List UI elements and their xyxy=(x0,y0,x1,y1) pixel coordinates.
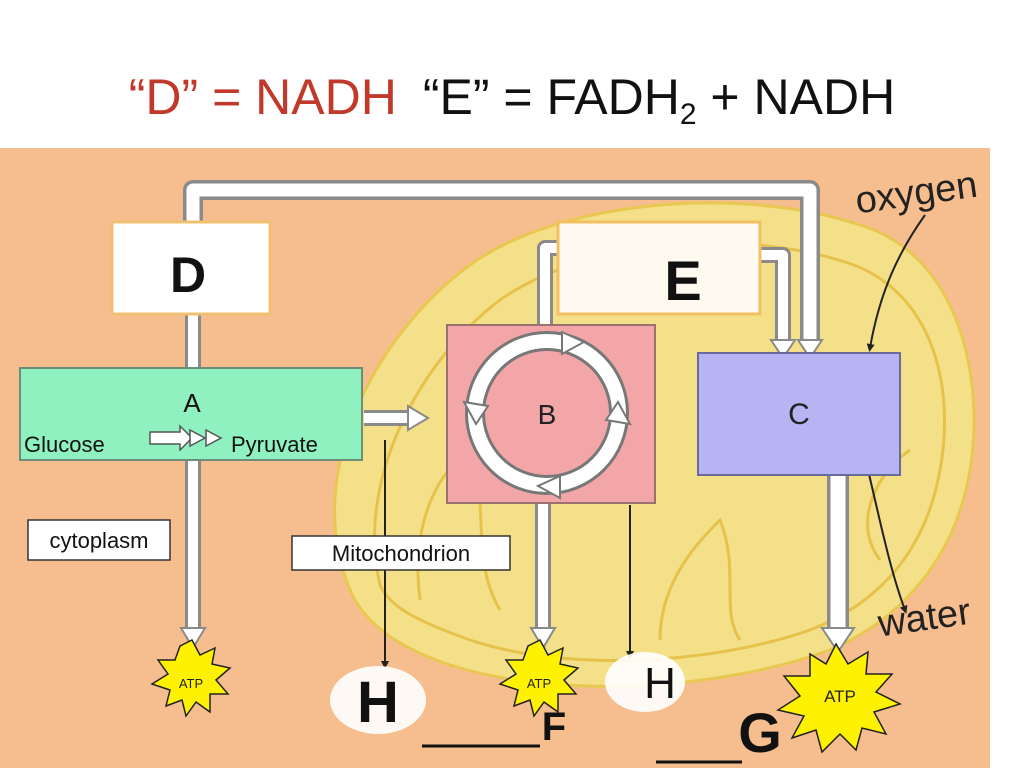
box-b: B xyxy=(446,324,656,504)
atp-star-left: ATP xyxy=(150,639,232,718)
title-e-equals: “E” = FADH2 + NADH xyxy=(422,69,896,130)
slide-title: “D” = NADH “E” = FADH2 + NADH xyxy=(0,62,1024,132)
box-c: C xyxy=(697,352,901,476)
krebs-cycle-arrows xyxy=(462,330,632,500)
box-a: A Glucose Pyruvate xyxy=(19,367,363,461)
atp-star-middle: ATP xyxy=(498,639,580,718)
title-d-equals-nadh: “D” = NADH xyxy=(128,69,397,125)
thin-arrows xyxy=(381,214,926,669)
title-fadh: “E” = FADH xyxy=(422,69,680,125)
g-label: G xyxy=(738,701,782,764)
h-left-glow xyxy=(330,666,426,734)
box-a-letter: A xyxy=(183,388,201,418)
h-label-left: H xyxy=(357,670,399,735)
title-subscript: 2 xyxy=(679,98,697,131)
box-d-letter: D xyxy=(170,247,206,303)
pyruvate-label: Pyruvate xyxy=(231,432,318,457)
box-c-letter: C xyxy=(788,398,810,431)
mitochondrion-label: Mitochondrion xyxy=(332,541,470,566)
cytoplasm-label-box: cytoplasm xyxy=(27,519,171,561)
atp-star-right: ATP xyxy=(776,642,903,754)
atp-label-left: ATP xyxy=(179,676,203,691)
box-e: E xyxy=(556,220,762,316)
cytoplasm-label: cytoplasm xyxy=(49,528,148,553)
atp-label-middle: ATP xyxy=(527,676,551,691)
box-b-letter: B xyxy=(538,399,557,430)
box-d: D xyxy=(110,220,272,316)
glucose-label: Glucose xyxy=(24,432,105,457)
glucose-pyruvate-arrows xyxy=(149,424,223,452)
atp-label-right: ATP xyxy=(824,687,856,706)
f-label: F xyxy=(542,705,566,749)
h-label-right: H xyxy=(644,659,676,708)
mitochondrion-label-box: Mitochondrion xyxy=(291,535,511,571)
pipes xyxy=(183,180,849,630)
title-plus-nadh: + NADH xyxy=(696,69,896,125)
box-e-letter: E xyxy=(664,249,701,312)
h-right-glow xyxy=(605,652,685,712)
